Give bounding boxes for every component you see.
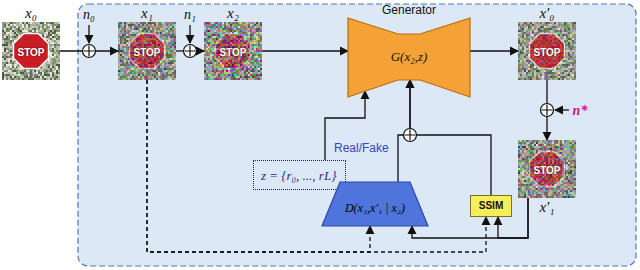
canvas: x₀x₁x₂GeneratorG(x₂,z)x′₀x′₁z = {r₀, ...… <box>0 0 640 270</box>
